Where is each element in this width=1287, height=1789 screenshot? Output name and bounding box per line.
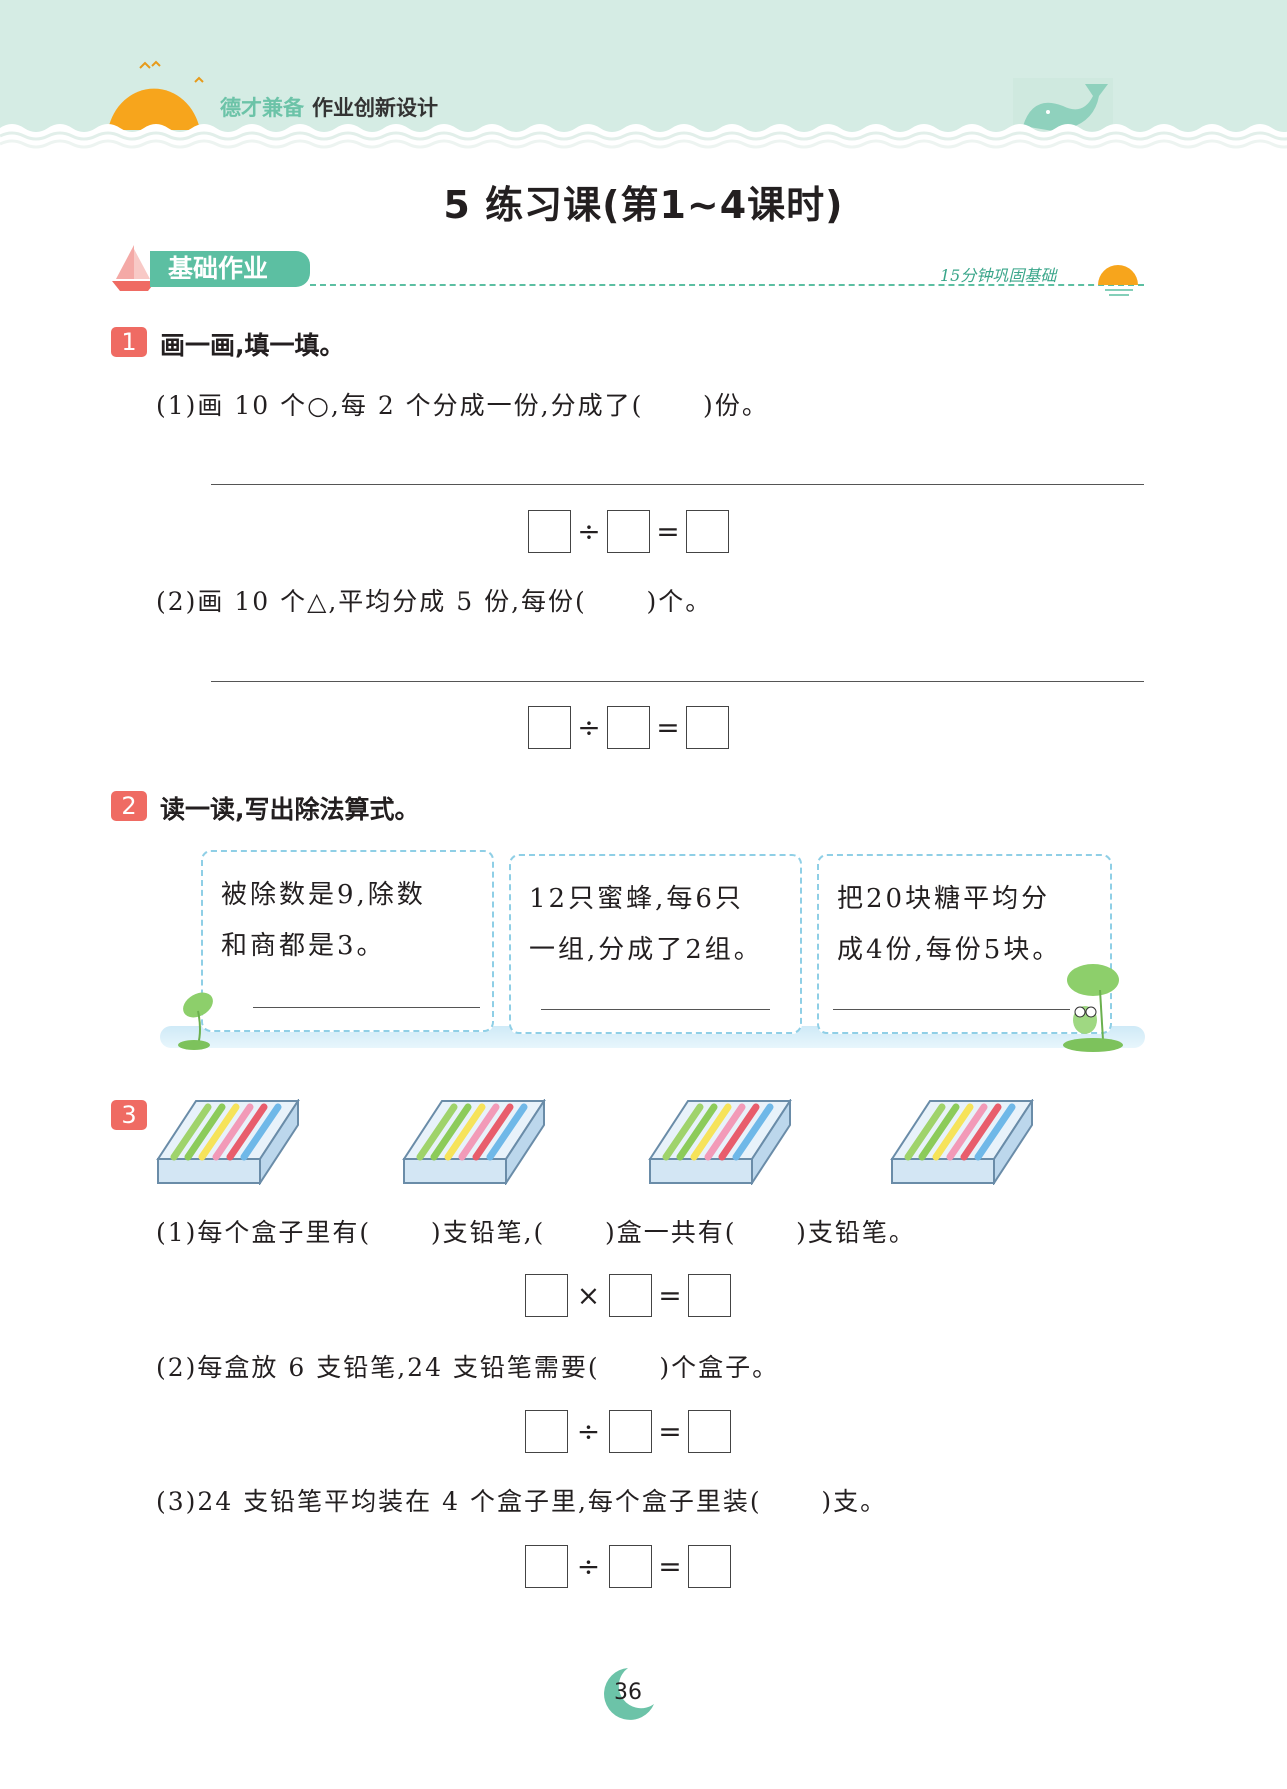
answer-box[interactable]	[686, 510, 729, 553]
reading-card-3: 把20块糖平均分 成4份,每份5块。	[817, 854, 1112, 1034]
question-1-heading: 画一画,填一填。	[160, 331, 345, 360]
answer-box[interactable]	[609, 1274, 652, 1317]
answer-box[interactable]	[525, 1274, 568, 1317]
answer-box[interactable]	[688, 1410, 731, 1453]
q1-part-2-equation: ÷ =	[528, 706, 729, 749]
answer-box[interactable]	[609, 1410, 652, 1453]
equals-sign: =	[658, 1415, 682, 1448]
sun-icon	[108, 60, 204, 130]
brand-text: 德才兼备作业创新设计	[220, 92, 438, 122]
equals-sign: =	[658, 1279, 682, 1312]
operator: ÷	[577, 711, 601, 744]
page-number: 36	[614, 1680, 642, 1705]
answer-box[interactable]	[528, 706, 571, 749]
q1-part-2-drawing-line[interactable]	[211, 681, 1144, 682]
equals-sign: =	[656, 515, 680, 548]
reading-card-2: 12只蜜蜂,每6只 一组,分成了2组。	[509, 854, 802, 1034]
equals-sign: =	[656, 711, 680, 744]
card-line-1: 被除数是9,除数	[221, 880, 426, 910]
answer-line[interactable]	[833, 1009, 1070, 1010]
q3-part-3-text: (3)24 支铅笔平均装在 4 个盒子里,每个盒子里装( )支。	[156, 1487, 888, 1516]
small-sun-icon	[1098, 265, 1138, 296]
answer-line[interactable]	[541, 1009, 770, 1010]
sailboat-icon	[112, 245, 156, 291]
pencil-box-image	[402, 1099, 546, 1185]
q3-part-1-equation: × =	[525, 1274, 731, 1317]
answer-box[interactable]	[607, 706, 650, 749]
answer-box[interactable]	[525, 1545, 568, 1588]
pencil-box-image	[648, 1099, 792, 1185]
q1-part-2-text: (2)画 10 个△,平均分成 5 份,每份( )个。	[156, 587, 713, 616]
operator: ÷	[577, 515, 601, 548]
answer-box[interactable]	[688, 1545, 731, 1588]
brand-green: 德才兼备	[220, 96, 304, 120]
pencil-box-image	[890, 1099, 1034, 1185]
question-2-heading: 读一读,写出除法算式。	[160, 795, 420, 824]
card-line-1: 把20块糖平均分	[837, 884, 1051, 914]
q1-part-1-text: (1)画 10 个○,每 2 个分成一份,分成了( )份。	[156, 391, 769, 420]
question-badge-3: 3	[111, 1100, 147, 1130]
reading-card-1: 被除数是9,除数 和商都是3。	[201, 850, 494, 1032]
section-divider	[310, 284, 1144, 286]
card-line-2: 一组,分成了2组。	[529, 935, 763, 965]
whale-icon	[1013, 78, 1113, 131]
q3-part-1-text: (1)每个盒子里有( )支铅笔,( )盒一共有( )支铅笔。	[156, 1218, 916, 1247]
answer-box[interactable]	[609, 1545, 652, 1588]
card-line-2: 成4份,每份5块。	[837, 935, 1062, 965]
question-badge-1: 1	[111, 327, 147, 357]
answer-box[interactable]	[528, 510, 571, 553]
card-line-1: 12只蜜蜂,每6只	[529, 884, 744, 914]
brand-dark: 作业创新设计	[312, 96, 438, 120]
lotus-leaf-icon	[178, 992, 213, 1050]
answer-box[interactable]	[525, 1410, 568, 1453]
operator: ÷	[576, 1415, 601, 1448]
q1-part-1-drawing-line[interactable]	[211, 484, 1144, 485]
section-banner: 基础作业	[150, 251, 310, 287]
operator: ×	[576, 1279, 601, 1312]
operator: ÷	[576, 1550, 601, 1583]
q1-part-1-equation: ÷ =	[528, 510, 729, 553]
page-number-moon-icon	[604, 1668, 654, 1720]
question-badge-2: 2	[111, 791, 147, 821]
pencil-box-image	[156, 1099, 300, 1185]
card-line-2: 和商都是3。	[221, 931, 386, 961]
page-title: 5 练习课(第1~4课时)	[443, 183, 844, 227]
q3-part-3-equation: ÷ =	[525, 1545, 731, 1588]
frog-with-leaf-icon	[1063, 964, 1123, 1052]
equals-sign: =	[658, 1550, 682, 1583]
q3-part-2-equation: ÷ =	[525, 1410, 731, 1453]
q3-part-2-text: (2)每盒放 6 支铅笔,24 支铅笔需要( )个盒子。	[156, 1353, 780, 1382]
answer-line[interactable]	[253, 1007, 480, 1008]
wave-decoration	[0, 124, 1287, 152]
answer-box[interactable]	[688, 1274, 731, 1317]
section-tagline: 15分钟巩固基础	[940, 266, 1057, 285]
answer-box[interactable]	[686, 706, 729, 749]
answer-box[interactable]	[607, 510, 650, 553]
